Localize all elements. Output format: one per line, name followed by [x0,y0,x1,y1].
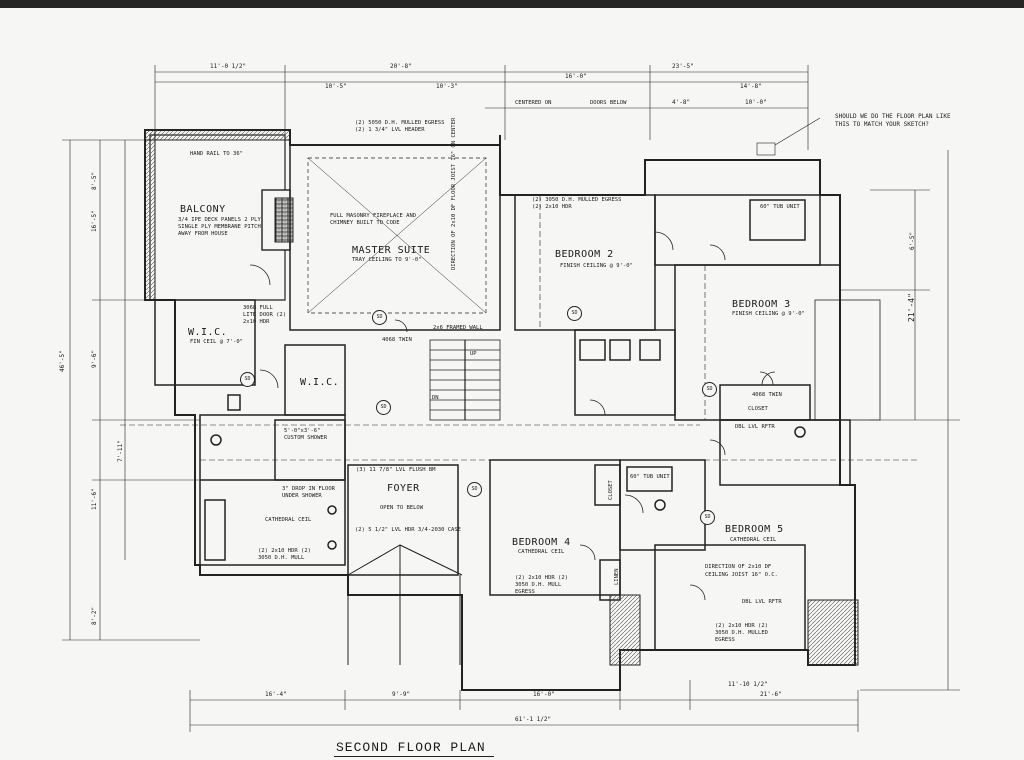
bedroom4-egress-note: (2) 2x10 HDR (2) 3050 D.H. MULL EGRESS [515,575,568,596]
smoke-detector-badge: SD [376,400,391,415]
fireplace-note: FULL MASONRY FIREPLACE AND CHIMNEY BUILT… [330,213,417,227]
dimension-lines-left [62,139,200,641]
bath-window-note: (2) 2x10 HDR (2) 3050 D.H. MULL [258,548,311,562]
fireplace [261,189,294,251]
dim-bottom-4: 21'-6" [760,691,782,698]
dim-bottom-2: 16'-0" [533,691,555,698]
room-bedroom2: BEDROOM 2 [555,249,614,260]
centered-on-note: CENTERED ON [515,100,552,106]
master-suite-walls [289,144,501,331]
bedroom5-ceiling-note: CATHEDRAL CEIL [730,537,777,543]
dim-top-1: 20'-8" [390,63,412,70]
note-target-box [756,142,776,156]
room-foyer: FOYER [387,483,420,494]
foyer-hdr-note: (2) 5 1/2" LVL HDR 3/4-2030 CASE [355,527,461,533]
stair-up-label: UP [470,351,477,357]
room-bedroom5: BEDROOM 5 [725,524,784,535]
dim-top2-0: 10'-5" [325,83,347,90]
sketch-question-note: SHOULD WE DO THE FLOOR PLAN LIKE THIS TO… [835,113,951,128]
framed-wall-note: 2x6 FRAMED WALL [433,325,483,331]
room-bedroom4: BEDROOM 4 [512,537,571,548]
note-leader-line [774,117,821,146]
interior-walls-bottom [347,419,851,651]
dim-left-0: 8'-5" [91,171,98,190]
room-wic-left: W.I.C. [188,327,228,338]
balcony-deck-note: 3/4 IPE DECK PANELS 2 PLY SINGLE PLY MEM… [178,217,261,238]
bedroom2-ceiling-note: FINISH CEILING @ 9'-0" [560,263,633,269]
dbl-lvl-rftr-note: DBL LVL RFTR [735,424,775,430]
tub-unit-1: 60" TUB UNIT [760,204,800,210]
dim-right-small: 6'-5" [909,231,916,250]
dim-left-overall: 46'-5" [59,350,66,372]
dim-left-2: 9'-6" [91,349,98,368]
bedroom3-closet-label: CLOSET [748,406,768,412]
wic-left-ceil-note: FIN CEIL @ 7'-0" [190,339,243,345]
smoke-detector-badge: SD [567,306,582,321]
bath-cathedral-note: CATHEDRAL CEIL [265,517,312,523]
master-ceiling-note: TRAY CEILING TO 9'-0" [352,257,422,263]
bedroom5-direction-note: DIRECTION OF 2x10 DF CEILING JOIST 16" O… [705,564,778,579]
bedroom5-egress-note: (2) 2x10 HDR (2) 3050 D.H. MULLED EGRESS [715,623,768,644]
dim-top-0: 11'-0 1/2" [210,63,247,70]
room-balcony: BALCONY [180,204,226,215]
hand-rail-note: HAND RAIL TO 36" [190,151,243,157]
bedroom5-rftr-note: DBL LVL RFTR [742,599,782,605]
dim-left-4: 11'-6" [91,488,98,510]
foyer-open-note: OPEN TO BELOW [380,505,424,511]
dim-bottom-1: 9'-9" [392,691,411,698]
room-bedroom3: BEDROOM 3 [732,299,791,310]
dim-bottom-3: 11'-10 1/2" [728,681,768,688]
door-swings [249,231,776,601]
smoke-detector-badge: SD [702,382,717,397]
dimension-lines-bottom [189,680,859,732]
interior-walls-left [154,299,346,566]
bedroom3-ceiling-note: FINISH CEILING @ 9'-0" [732,311,805,317]
bedroom4-ceiling-note: CATHEDRAL CEIL [518,549,565,555]
dimension-lines-right [840,150,960,691]
dimension-lines-top [154,65,809,150]
dim-top2-3: 14'-8" [740,83,762,90]
floor-joist-note: DIRECTION OF 2x10 DF FLOOR JOIST 16" ON … [451,117,457,270]
dim-left-3: 7'-11" [117,440,124,462]
scan-edge [0,0,1024,8]
dim-top2-4: 10'-0" [745,99,767,106]
plan-title-underline [334,756,494,757]
drop-floor-note: 3" DROP IN FLOOR UNDER SHOWER [282,486,335,500]
dim-top2-2: 4'-8" [672,99,691,106]
twin-door-note: 4068 TWIN [382,337,412,343]
room-master-suite: MASTER SUITE [352,245,431,256]
dim-overall-bottom: 61'-1 1/2" [515,716,552,723]
plan-title: SECOND FLOOR PLAN [336,740,486,755]
foyer-beam-note: (3) 11 7/8" LVL FLUSH BM [356,467,436,473]
dim-left-5: 8'-2" [91,606,98,625]
dim-bottom-0: 16'-4" [265,691,287,698]
tub-unit-2: 60" TUB UNIT [630,474,670,480]
custom-shower-note: 5'-0"x3'-6" CUSTOM SHOWER [284,428,328,442]
bedroom2-egress-note: (2) 3050 D.H. MULLED EGRESS (2) 2x10 HDR [532,197,622,211]
smoke-detector-badge: SD [240,372,255,387]
dim-top2-1: 10'-3" [436,83,458,90]
smoke-detector-badge: SD [700,510,715,525]
stair [429,339,501,421]
dim-top-2: 16'-0" [565,73,587,80]
master-header-note: (2) 5050 D.H. MULLED EGRESS (2) 1 3/4" L… [355,120,445,134]
dim-left-1: 16'-5" [91,210,98,232]
interior-walls-right [514,194,841,421]
stair-dn-label: DN [432,395,439,401]
smoke-detector-badge: SD [467,482,482,497]
roof-outline-below [347,544,463,665]
smoke-detector-badge: SD [372,310,387,325]
dim-top-3: 23'-5" [672,63,694,70]
full-lite-door-note: 3068 FULL LITE DOOR (2) 2x10 HDR [243,305,287,326]
doors-below-note: DOORS BELOW [590,100,627,106]
small-closet-label: CLOSET [608,480,614,500]
dim-right-overall: 21'-4" [907,293,916,322]
room-wic-center: W.I.C. [300,377,340,388]
closet-twin-note: 4068 TWIN [752,392,782,398]
linen-label: LINEN [614,568,620,585]
